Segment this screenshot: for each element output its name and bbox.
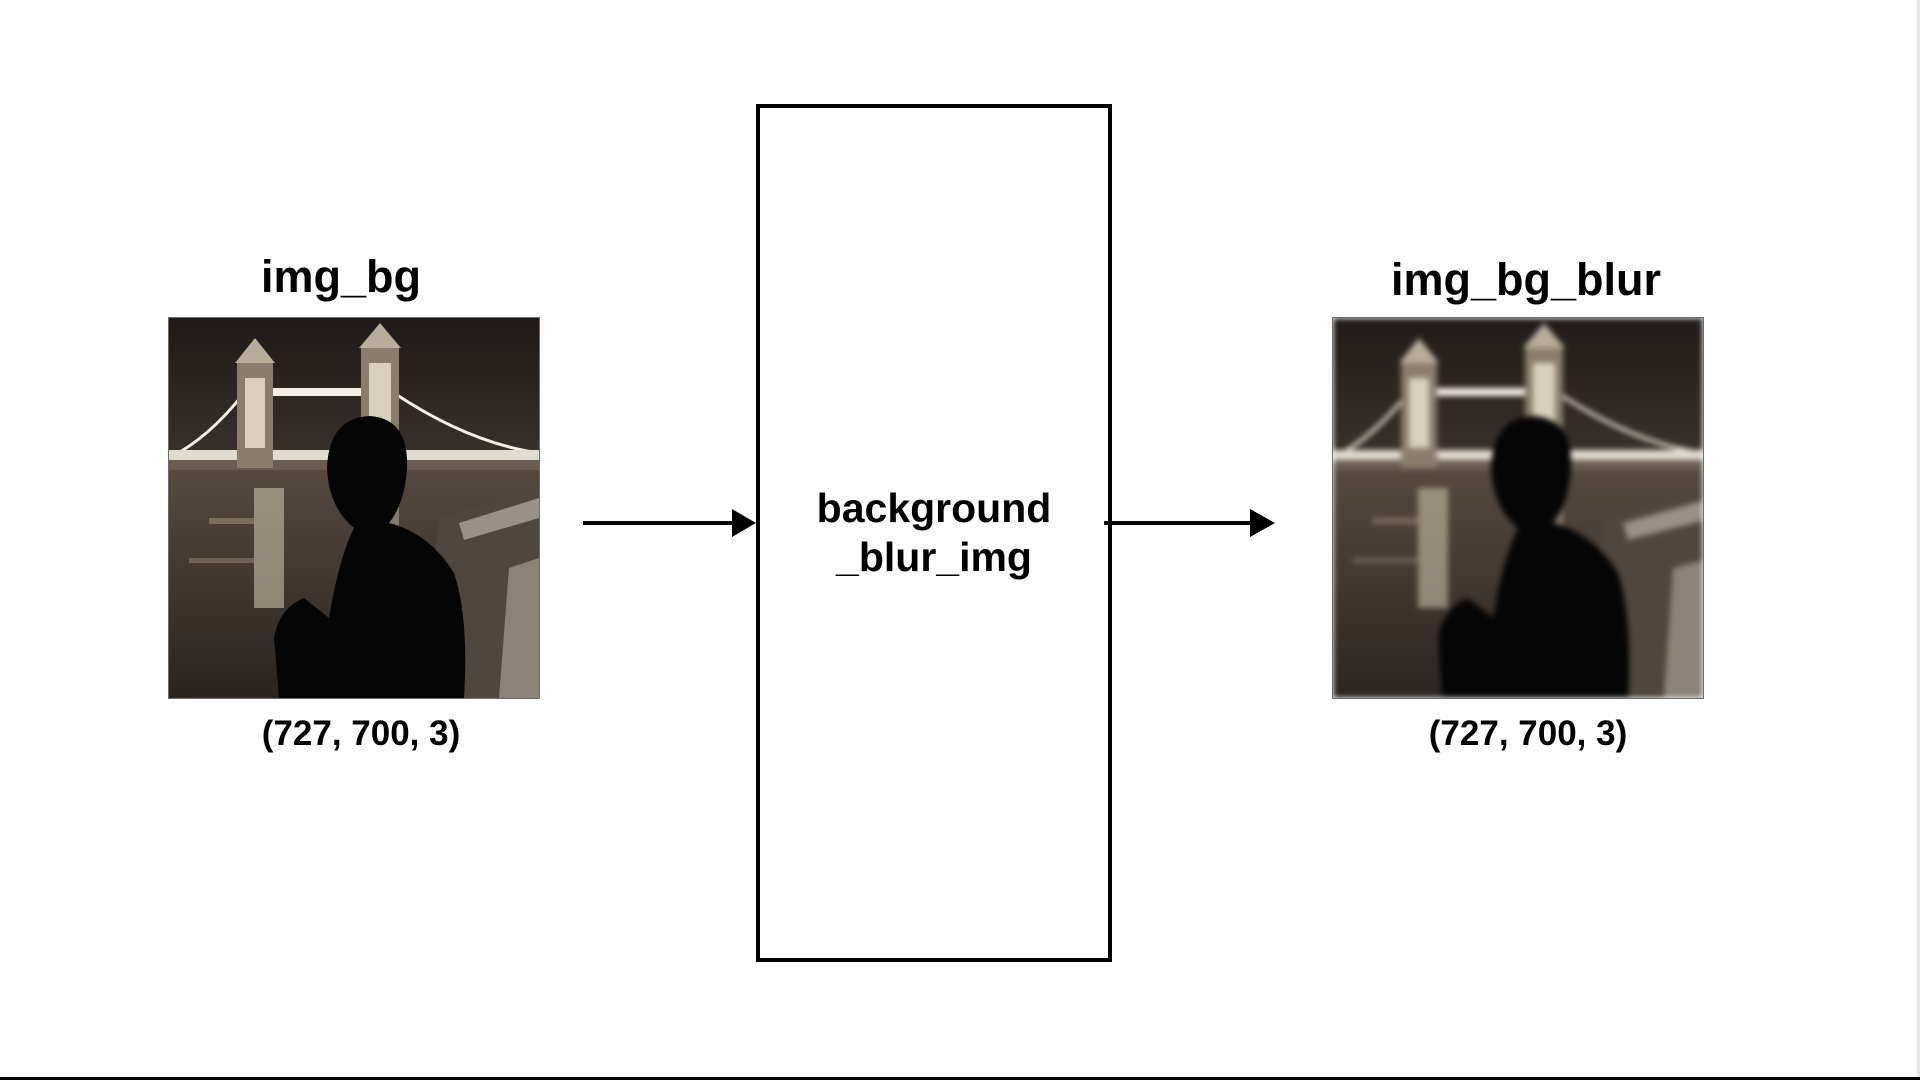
blurred-bridge-photo [1333,318,1703,698]
bridge-photo [169,318,539,698]
input-image-shape: (727, 700, 3) [261,714,461,753]
right-edge-border [1917,0,1920,1080]
output-image-title: img_bg_blur [1390,254,1662,305]
function-name: background _blur_img [760,484,1108,582]
bottom-edge-border [0,1077,1920,1080]
input-arrow-head [732,509,756,537]
function-box: background _blur_img [756,104,1112,962]
input-image-title: img_bg [260,251,421,302]
function-name-line-1: background [816,485,1052,531]
input-image-thumbnail [168,317,540,699]
function-name-line-2: _blur_img [836,534,1032,580]
output-image-shape: (727, 700, 3) [1428,714,1628,753]
output-image-thumbnail [1332,317,1704,699]
output-arrow-head [1250,509,1275,537]
